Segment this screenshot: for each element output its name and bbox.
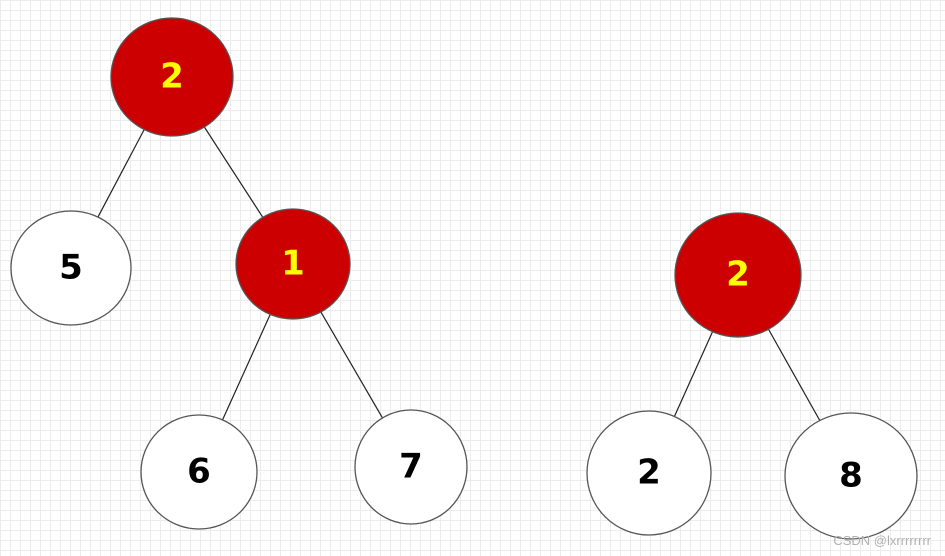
node-circle bbox=[10, 210, 132, 326]
edge-a3-a5 bbox=[320, 311, 384, 419]
edge-a3-a4 bbox=[221, 314, 271, 421]
tree-node-b3: 8 bbox=[784, 412, 918, 540]
tree-1: 2 5 1 6 7 bbox=[10, 17, 468, 530]
node-label: 7 bbox=[399, 447, 423, 487]
edge-a1-a3 bbox=[203, 126, 264, 218]
node-circle bbox=[110, 17, 234, 137]
tree-node-b2: 2 bbox=[586, 410, 712, 536]
edge-b1-b3 bbox=[767, 328, 821, 421]
tree-node-a1: 2 bbox=[110, 17, 234, 137]
tree-2: 2 2 8 bbox=[586, 212, 918, 540]
edge-b1-b2 bbox=[673, 331, 714, 417]
tree-node-a5: 7 bbox=[354, 409, 468, 525]
node-circle bbox=[235, 208, 351, 320]
node-circle bbox=[354, 409, 468, 525]
node-circle bbox=[586, 410, 712, 536]
node-label: 8 bbox=[839, 456, 863, 496]
tree-node-b1: 2 bbox=[674, 212, 802, 338]
node-label: 2 bbox=[160, 57, 184, 97]
edge-a1-a2 bbox=[97, 129, 145, 218]
node-circle bbox=[784, 412, 918, 540]
node-circle bbox=[674, 212, 802, 338]
tree-node-a4: 6 bbox=[140, 414, 258, 530]
node-circle bbox=[140, 414, 258, 530]
tree-node-a3: 1 bbox=[235, 208, 351, 320]
watermark: CSDN @lxrrrrrrrr bbox=[833, 533, 931, 548]
node-label: 1 bbox=[281, 244, 305, 284]
node-label: 2 bbox=[726, 255, 750, 295]
node-label: 6 bbox=[187, 452, 211, 492]
node-label: 5 bbox=[59, 248, 83, 288]
node-label: 2 bbox=[637, 453, 661, 493]
tree-node-a2: 5 bbox=[10, 210, 132, 326]
